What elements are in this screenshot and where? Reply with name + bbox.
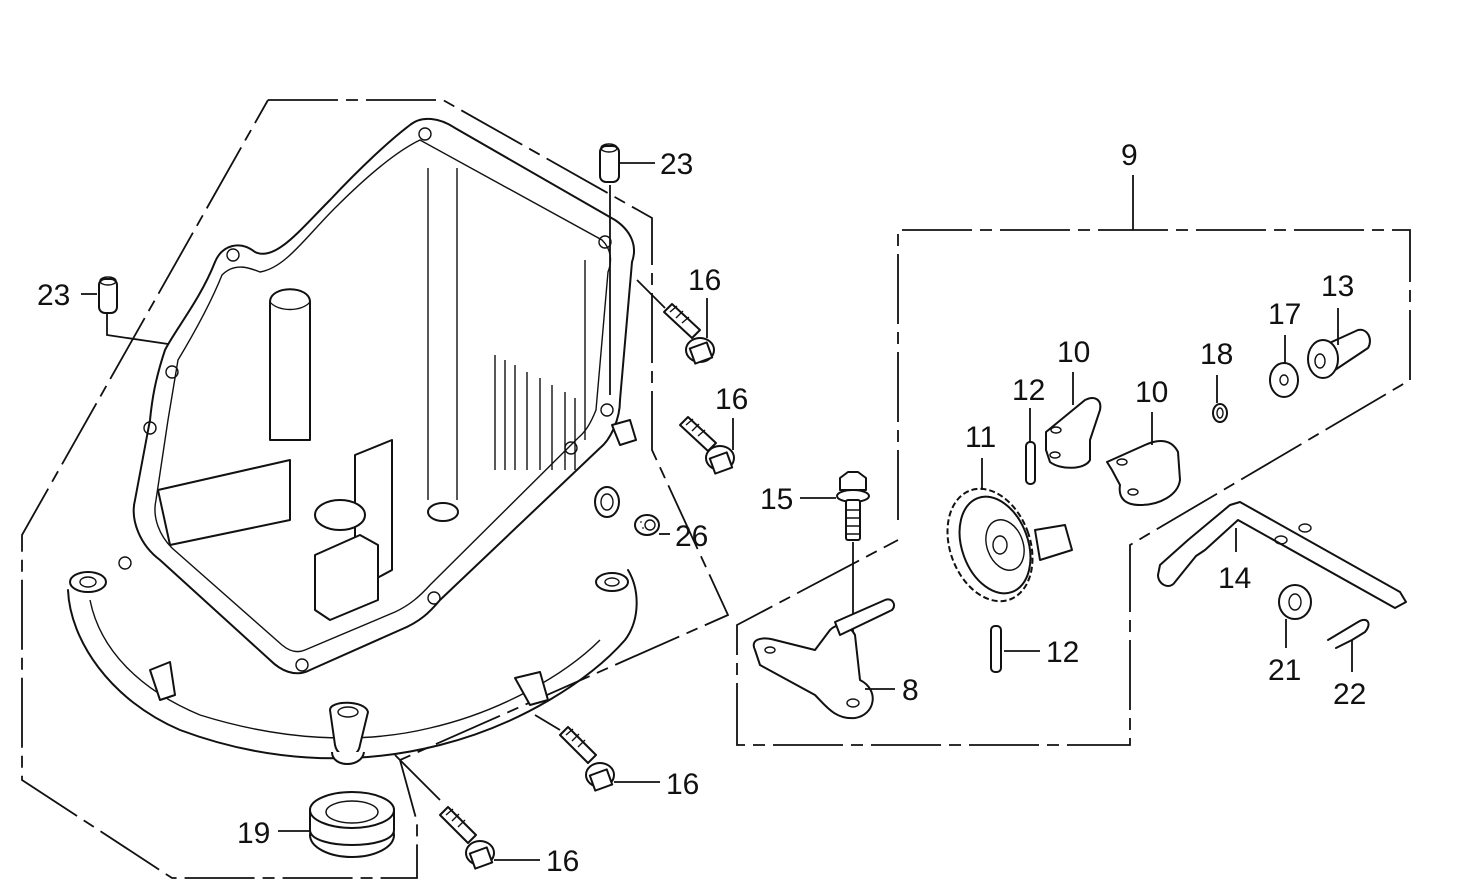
part-26: 26: [634, 514, 708, 553]
part-16-upper: 16: [636, 264, 721, 365]
part-8-governor-holder: 8: [752, 598, 919, 720]
part-23-top: 23: [599, 143, 693, 395]
part-10-weight-left: 10: [1045, 336, 1102, 469]
callout-16-upper: 16: [688, 264, 721, 297]
part-17-washer: 17: [1268, 298, 1301, 398]
part-12-upper-pin: 12: [1012, 374, 1045, 485]
callout-21: 21: [1268, 654, 1301, 687]
callout-17: 17: [1268, 298, 1301, 331]
callout-14: 14: [1218, 562, 1251, 595]
callout-9: 9: [1121, 139, 1138, 172]
callout-16-lower-right: 16: [666, 768, 699, 801]
part-16-bottom: 16: [394, 754, 579, 878]
callout-12-upper: 12: [1012, 374, 1045, 407]
callout-12-lower: 12: [1046, 636, 1079, 669]
part-21-washer: 21: [1268, 584, 1312, 687]
callout-16-middle: 16: [715, 383, 748, 416]
callout-19: 19: [237, 817, 270, 850]
part-12-lower-pin: 12: [990, 625, 1079, 673]
crankcase-fins: [494, 355, 576, 470]
part-16-middle: 16: [679, 383, 748, 475]
part-11-governor-gear: 11: [946, 421, 1073, 603]
callout-26: 26: [675, 520, 708, 553]
callout-22: 22: [1333, 678, 1366, 711]
part-16-lower-right: 16: [534, 714, 699, 801]
callout-15: 15: [760, 483, 793, 516]
callout-13: 13: [1321, 270, 1354, 303]
callout-8: 8: [902, 674, 919, 707]
crankcase-cover: [67, 117, 638, 765]
governor-group-boundary: 9: [736, 139, 1411, 746]
callout-16-bottom: 16: [546, 845, 579, 878]
callout-10-left: 10: [1057, 336, 1090, 369]
part-10-weight-right: 10: [1106, 376, 1181, 506]
part-18-clip: 18: [1200, 338, 1233, 423]
callout-18: 18: [1200, 338, 1233, 371]
callout-11: 11: [965, 421, 996, 454]
part-14-arm-shaft: 14: [1157, 501, 1407, 609]
callout-10-right: 10: [1135, 376, 1168, 409]
part-23-left: 23: [37, 276, 169, 345]
callout-23-top: 23: [660, 148, 693, 181]
callout-23-left: 23: [37, 279, 70, 312]
part-22-pin: 22: [1327, 618, 1370, 711]
part-13-slider: 13: [1307, 270, 1371, 379]
crankcase-group-boundary: [21, 99, 730, 879]
part-19-oil-seal: 19: [237, 791, 395, 858]
